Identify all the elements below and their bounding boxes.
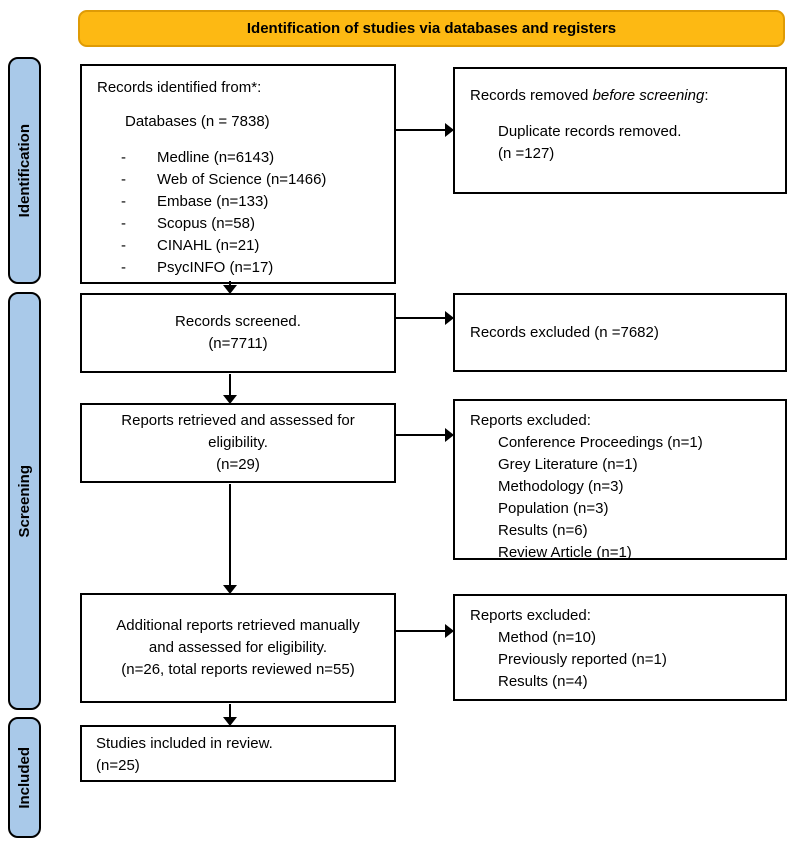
excluded-reason: Methodology (n=3) xyxy=(498,478,624,495)
excluded-reason: Results (n=4) xyxy=(498,673,588,690)
bullet-dash: - xyxy=(121,215,126,232)
arrow-head xyxy=(223,395,237,404)
arrow-assessed-to-additional xyxy=(223,484,237,594)
records-screened-count: (n=7711) xyxy=(208,335,268,352)
box-records-removed: Records removed before screening: Duplic… xyxy=(453,67,787,194)
arrow-head xyxy=(445,311,454,325)
arrow-shaft xyxy=(229,484,231,586)
banner-title-label: Identification of studies via databases … xyxy=(246,20,617,37)
database-item-label: Web of Science (n=1466) xyxy=(157,171,327,188)
reports-excluded-title: Reports excluded: xyxy=(470,412,591,429)
bullet-dash: - xyxy=(121,193,126,210)
database-item: - Scopus (n=58) xyxy=(121,213,384,235)
studies-included-count: (n=25) xyxy=(96,757,140,774)
arrow-additional-to-included xyxy=(223,704,237,726)
reports-excluded-title: Reports excluded: xyxy=(470,607,591,624)
stage-bar-screening: Screening xyxy=(8,292,41,710)
database-item-label: PsycINFO (n=17) xyxy=(157,259,274,276)
excluded-reason: Review Article (n=1) xyxy=(498,544,632,561)
records-identified-title: Records identified from*: xyxy=(97,79,262,96)
arrow-shaft xyxy=(229,281,231,286)
arrow-shaft xyxy=(396,630,446,632)
bullet-dash: - xyxy=(121,171,126,188)
records-removed-title-suffix: : xyxy=(704,87,709,104)
database-item-label: Scopus (n=58) xyxy=(157,215,255,232)
box-additional-reports: Additional reports retrieved manually an… xyxy=(80,593,396,703)
stage-label-screening: Screening xyxy=(16,464,33,538)
studies-included-line: Studies included in review. xyxy=(96,735,273,752)
database-item: - CINAHL (n=21) xyxy=(121,235,384,257)
excluded-reason: Population (n=3) xyxy=(498,500,609,517)
box-records-identified: Records identified from*: Databases (n =… xyxy=(80,64,396,284)
excluded-reason: Grey Literature (n=1) xyxy=(498,456,638,473)
stage-bar-included: Included xyxy=(8,717,41,838)
database-item: - Embase (n=133) xyxy=(121,191,384,213)
arrow-head xyxy=(445,428,454,442)
bullet-dash: - xyxy=(121,259,126,276)
reports-assessed-count: (n=29) xyxy=(216,456,260,473)
reports-assessed-line: Reports retrieved and assessed for xyxy=(121,412,355,429)
database-item: - Web of Science (n=1466) xyxy=(121,169,384,191)
records-removed-title: Records removed before screening: xyxy=(470,85,775,107)
box-reports-excluded-eligibility: Reports excluded: Conference Proceedings… xyxy=(453,399,787,561)
bullet-dash: - xyxy=(121,237,126,254)
arrow-identified-to-removed xyxy=(396,123,454,137)
arrow-screened-to-excluded xyxy=(396,311,454,325)
database-item-label: Embase (n=133) xyxy=(157,193,269,210)
arrow-identified-to-screened xyxy=(223,281,237,294)
bullet-dash: - xyxy=(121,149,126,166)
arrow-head xyxy=(223,285,237,294)
excluded-reason: Results (n=6) xyxy=(498,522,588,539)
arrow-shaft xyxy=(229,704,231,718)
arrow-shaft xyxy=(396,434,446,436)
box-records-screened: Records screened. (n=7711) xyxy=(80,293,396,373)
additional-reports-line: Additional reports retrieved manually xyxy=(116,617,360,634)
records-removed-title-italic: before screening xyxy=(592,87,705,104)
arrow-shaft xyxy=(396,129,446,131)
stage-label-identification: Identification xyxy=(16,123,33,218)
stage-label-included: Included xyxy=(16,746,33,809)
additional-reports-count: (n=26, total reports reviewed n=55) xyxy=(121,661,355,678)
arrow-head xyxy=(445,624,454,638)
records-screened-line: Records screened. xyxy=(175,313,301,330)
database-item-label: Medline (n=6143) xyxy=(157,149,275,166)
arrow-additional-to-excluded xyxy=(396,624,454,638)
records-excluded-text: Records excluded (n =7682) xyxy=(470,323,659,341)
excluded-reason: Method (n=10) xyxy=(498,629,596,646)
database-item-label: CINAHL (n=21) xyxy=(157,237,260,254)
records-removed-line: Duplicate records removed. xyxy=(498,123,682,140)
excluded-reason: Conference Proceedings (n=1) xyxy=(498,434,703,451)
database-item: - Medline (n=6143) xyxy=(121,147,384,169)
arrow-head xyxy=(223,717,237,726)
arrow-shaft xyxy=(396,317,446,319)
box-records-excluded: Records excluded (n =7682) xyxy=(453,293,787,372)
records-removed-count: (n =127) xyxy=(498,145,555,162)
box-reports-excluded-manual: Reports excluded: Method (n=10) Previous… xyxy=(453,594,787,701)
box-reports-assessed: Reports retrieved and assessed for eligi… xyxy=(80,403,396,483)
arrow-screened-to-assessed xyxy=(223,374,237,404)
banner-title: Identification of studies via databases … xyxy=(78,10,785,47)
excluded-reason: Previously reported (n=1) xyxy=(498,651,667,668)
reports-assessed-line: eligibility. xyxy=(208,434,268,451)
arrow-head xyxy=(445,123,454,137)
records-identified-databases-total: Databases (n = 7838) xyxy=(125,113,270,130)
database-item: - PsycINFO (n=17) xyxy=(121,257,384,279)
arrow-assessed-to-excluded xyxy=(396,428,454,442)
arrow-shaft xyxy=(229,374,231,396)
stage-bar-identification: Identification xyxy=(8,57,41,284)
additional-reports-line: and assessed for eligibility. xyxy=(148,639,328,656)
box-studies-included: Studies included in review. (n=25) xyxy=(80,725,396,782)
arrow-head xyxy=(223,585,237,594)
records-removed-title-prefix: Records removed xyxy=(470,87,593,104)
